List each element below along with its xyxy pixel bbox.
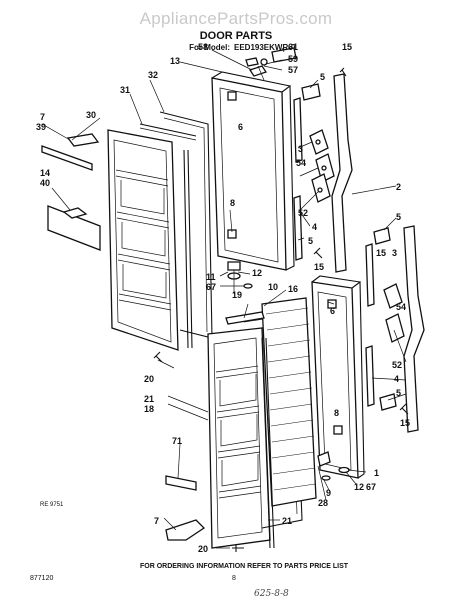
top-hinge-assembly [245, 47, 297, 81]
revision-code: RE 9751 [40, 502, 64, 508]
page-number: 8 [232, 575, 236, 582]
callout-8-lower: 8 [334, 408, 339, 418]
figure-code: 877120 [30, 575, 53, 582]
callout-54-lower: 54 [396, 302, 406, 312]
callout-9: 9 [326, 488, 331, 498]
fresh-food-door-insulation [261, 297, 317, 507]
callout-30: 30 [86, 110, 96, 120]
top-hinge-screw [339, 67, 347, 77]
model-number: EED193EKWR-0 [234, 43, 296, 52]
ordering-info: FOR ORDERING INFORMATION REFER TO PARTS … [140, 563, 349, 570]
left-screw [153, 351, 163, 363]
callout-54-upper: 54 [296, 158, 306, 168]
middle-screw [313, 247, 323, 259]
callout-12-upper: 12 [252, 268, 262, 278]
freezer-door-gasket [159, 111, 213, 339]
watermark-text: AppliancePartsPros.com [140, 9, 333, 28]
fresh-food-door-liner [207, 327, 271, 549]
fresh-food-outer-door [311, 275, 365, 479]
callout-59: 59 [288, 54, 298, 64]
freezer-shelf-retainer [62, 207, 88, 219]
center-hinge-hardware [227, 261, 253, 294]
callout-13: 13 [170, 56, 180, 66]
freezer-breaker-strip [139, 123, 197, 137]
callout-19: 19 [232, 290, 242, 300]
callout-28: 28 [318, 498, 328, 508]
callout-15-right: 15 [376, 248, 386, 258]
callout-3-right: 3 [392, 248, 397, 258]
callout-52-lower: 52 [392, 360, 402, 370]
diagram-title: DOOR PARTS [200, 30, 273, 42]
callout-52-upper: 52 [298, 208, 308, 218]
callout-67-lower: 67 [366, 482, 376, 492]
callout-5-top: 5 [320, 72, 325, 82]
callout-18: 18 [144, 404, 154, 414]
callout-61: 61 [288, 42, 298, 52]
fresh-food-trim-strip [261, 337, 275, 549]
callout-12-lower: 12 [354, 482, 364, 492]
callout-39: 39 [36, 122, 46, 132]
callout-16: 16 [288, 284, 298, 294]
callout-4-upper: 4 [312, 222, 317, 232]
callout-7-lower: 7 [154, 516, 159, 526]
callout-15-mid: 15 [314, 262, 324, 272]
callout-11: 11 [206, 272, 216, 282]
upper-hinge-bracket [301, 83, 321, 101]
bottom-hinge-cover [165, 519, 206, 541]
callout-20-upper: 20 [144, 374, 154, 384]
callout-5-mid: 5 [308, 236, 313, 246]
freezer-door-liner [107, 129, 179, 351]
handwritten-note: 625-8-8 [254, 589, 289, 599]
freezer-door-hinge-strip [293, 97, 303, 163]
callout-31: 31 [120, 85, 130, 95]
freezer-trim-strip [183, 149, 193, 349]
freezer-gasket-inner [163, 117, 208, 333]
lower-hinge-bracket-bottom [379, 393, 397, 411]
callout-10: 10 [268, 282, 278, 292]
callout-4-lower: 4 [394, 374, 399, 384]
bottom-hinge-hardware [317, 451, 350, 481]
callout-6-upper: 6 [238, 122, 243, 132]
freezer-door-hinge-strip-lower [293, 195, 303, 261]
callout-40: 40 [40, 178, 50, 188]
callout-5-right: 5 [396, 212, 401, 222]
callout-32: 32 [148, 70, 158, 80]
callout-1: 1 [374, 468, 379, 478]
freezer-shelf-bar [47, 205, 101, 251]
callout-20-lower: 20 [198, 544, 208, 554]
freezer-outer-door [211, 71, 295, 271]
callout-14: 14 [40, 168, 50, 178]
leader-lines [41, 47, 407, 549]
fresh-food-handle-bracket-lower [385, 313, 405, 343]
lower-right-screw [399, 403, 409, 415]
callout-67-upper: 67 [206, 282, 216, 292]
freezer-door-handle [331, 73, 353, 273]
fresh-food-hinge-strip [365, 243, 375, 307]
callout-15-top: 15 [342, 42, 352, 52]
callout-57: 57 [288, 65, 298, 75]
callout-3-upper: 3 [298, 144, 303, 154]
callout-8-upper: 8 [230, 198, 235, 208]
fresh-food-hinge-strip-lower [365, 345, 375, 407]
callout-2: 2 [396, 182, 401, 192]
callout-21-upper: 21 [144, 394, 154, 404]
callout-labels: 58 61 59 57 15 5 13 32 31 6 7 39 30 3 54… [36, 42, 410, 554]
callout-58: 58 [198, 42, 208, 52]
bottom-screw [232, 544, 244, 552]
callout-5-lower: 5 [396, 388, 401, 398]
lower-hinge-bracket [373, 227, 391, 245]
callout-15-lower: 15 [400, 418, 410, 428]
freezer-top-trim [41, 145, 93, 171]
callout-71: 71 [172, 436, 182, 446]
fresh-food-breaker-strip [225, 311, 265, 325]
fresh-food-door-handle [403, 225, 425, 433]
model-prefix: For Model: [189, 43, 230, 52]
fresh-food-handle-bracket-upper [383, 283, 403, 309]
fresh-food-shelf-bar [165, 475, 197, 491]
callout-6-lower: 6 [330, 306, 335, 316]
callout-7-upper: 7 [40, 112, 45, 122]
callout-21-lower: 21 [282, 516, 292, 526]
